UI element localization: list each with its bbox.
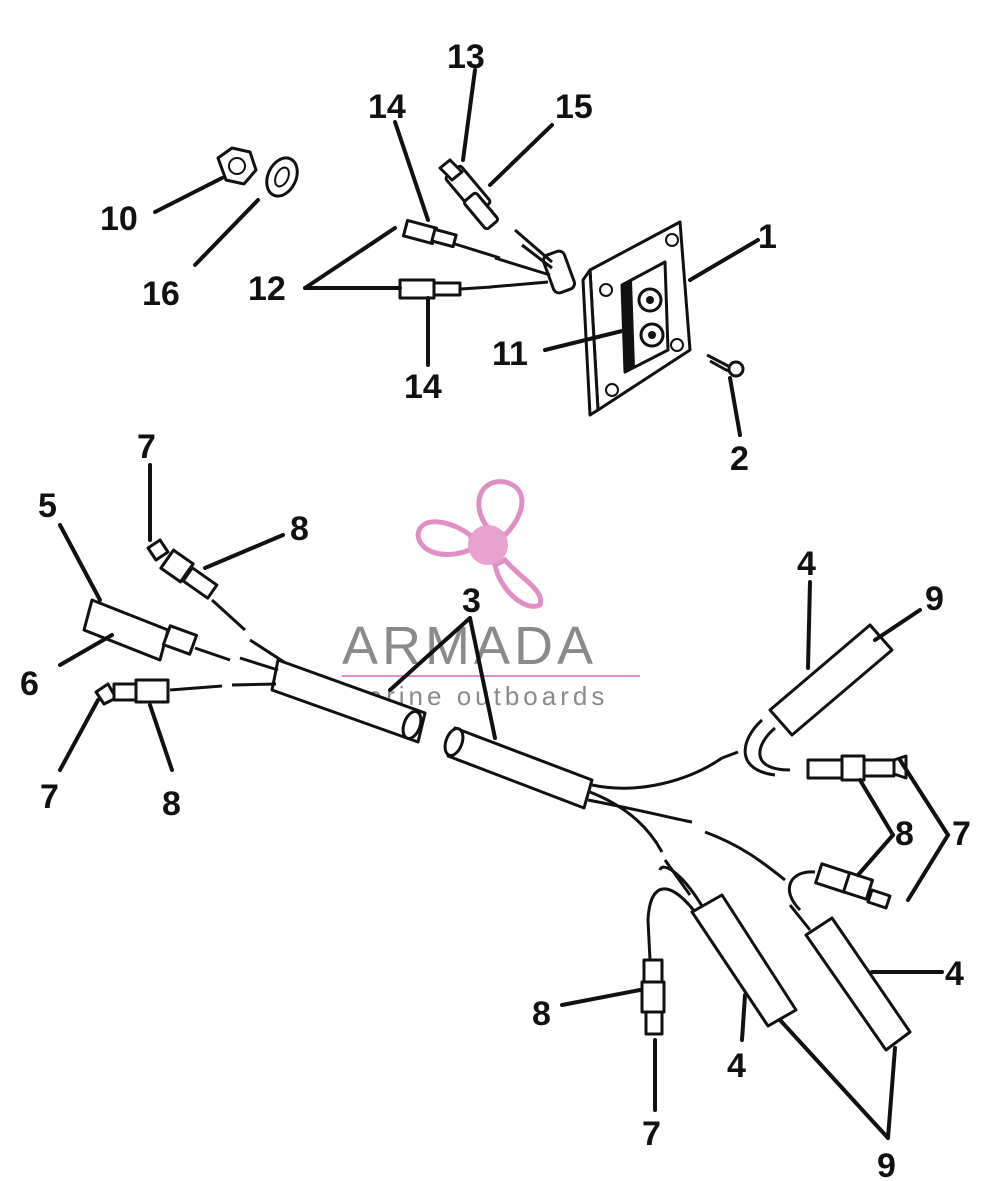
label-part-9-bottom: 9 [877,1147,896,1181]
label-part-5: 5 [38,487,57,525]
watermark-brand: ARMADA [342,616,597,676]
washer [265,156,299,198]
label-part-11: 11 [492,335,528,373]
left-sleeve [82,598,231,662]
label-part-13: 13 [447,38,485,76]
terminal-13 [438,158,499,231]
label-part-7-bottom: 7 [642,1115,661,1153]
hex-nut [216,146,258,186]
label-part-15: 15 [555,88,593,126]
label-part-4-bottom: 4 [727,1047,746,1085]
label-part-9-top: 9 [925,580,944,618]
label-part-16: 16 [142,275,180,313]
terminal-14-lower [398,278,493,300]
label-part-8-right: 8 [895,815,914,853]
connector-socket [620,260,670,374]
label-part-14-top: 14 [368,88,406,126]
label-part-7-top-left: 7 [137,428,156,466]
label-part-8-left: 8 [162,785,181,823]
propeller-icon [415,479,544,609]
terminal-right-lower [787,862,892,912]
leader-lines [58,68,950,1140]
label-part-3: 3 [462,582,481,620]
terminal-right-upper [806,754,908,782]
label-part-8-top-left: 8 [290,510,309,548]
terminal-left-upper [146,538,247,632]
label-part-6: 6 [20,665,39,703]
label-part-8-bottom: 8 [532,995,551,1033]
label-part-4-top: 4 [797,545,816,583]
label-part-10: 10 [100,200,138,238]
boot-lower-middle [646,859,798,1028]
terminal-14-upper [401,218,501,260]
armada-logo: ARMADA marine outboards [342,479,640,711]
boot-upper-right [721,623,894,777]
boot-lower-right [788,904,912,1052]
harness-cable [231,638,786,882]
label-part-1: 1 [758,218,777,256]
screw [706,353,745,378]
label-part-14-bottom: 14 [404,368,442,406]
terminal-left-lower [94,678,223,706]
label-part-12: 12 [248,270,286,308]
label-part-7-right: 7 [952,815,971,853]
plate-wire-bundle [489,228,576,295]
label-part-4-right: 4 [945,955,964,993]
label-part-7-left: 7 [40,778,59,816]
label-part-2: 2 [730,440,749,478]
terminal-bottom [640,958,666,1036]
part-labels: 1 2 3 4 4 4 5 6 7 7 7 7 8 8 8 8 9 9 10 1… [20,38,971,1181]
